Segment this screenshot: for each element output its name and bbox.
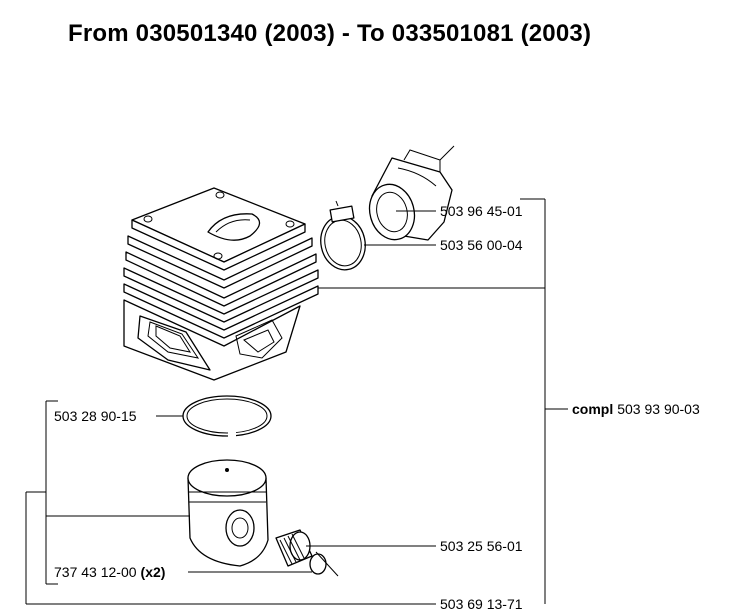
piston-drawing xyxy=(187,459,269,567)
label-circlip-number: 737 43 12-00 xyxy=(54,564,137,580)
label-hose-clamp: 503 56 00-04 xyxy=(440,237,523,253)
circlip-drawing xyxy=(309,551,339,577)
label-circlip-qty: (x2) xyxy=(141,564,166,580)
label-circlip: 737 43 12-00(x2) xyxy=(54,564,165,580)
needle-bearing-drawing xyxy=(275,529,313,567)
cylinder-drawing xyxy=(123,187,319,381)
leader-lines xyxy=(25,198,568,605)
intake-boot-drawing xyxy=(368,145,455,241)
label-needle-bearing: 503 25 56-01 xyxy=(440,538,523,554)
label-compl-number: 503 93 90-03 xyxy=(617,401,700,417)
label-intake-boot: 503 96 45-01 xyxy=(440,203,523,219)
label-piston-kit: 503 69 13-71 xyxy=(440,596,523,612)
piston-ring-drawing xyxy=(182,395,272,438)
page-title: From 030501340 (2003) - To 033501081 (20… xyxy=(68,20,592,47)
label-compl-prefix: compl xyxy=(572,401,613,417)
hose-clamp-drawing xyxy=(320,200,366,271)
label-piston-ring: 503 28 90-15 xyxy=(54,408,137,424)
